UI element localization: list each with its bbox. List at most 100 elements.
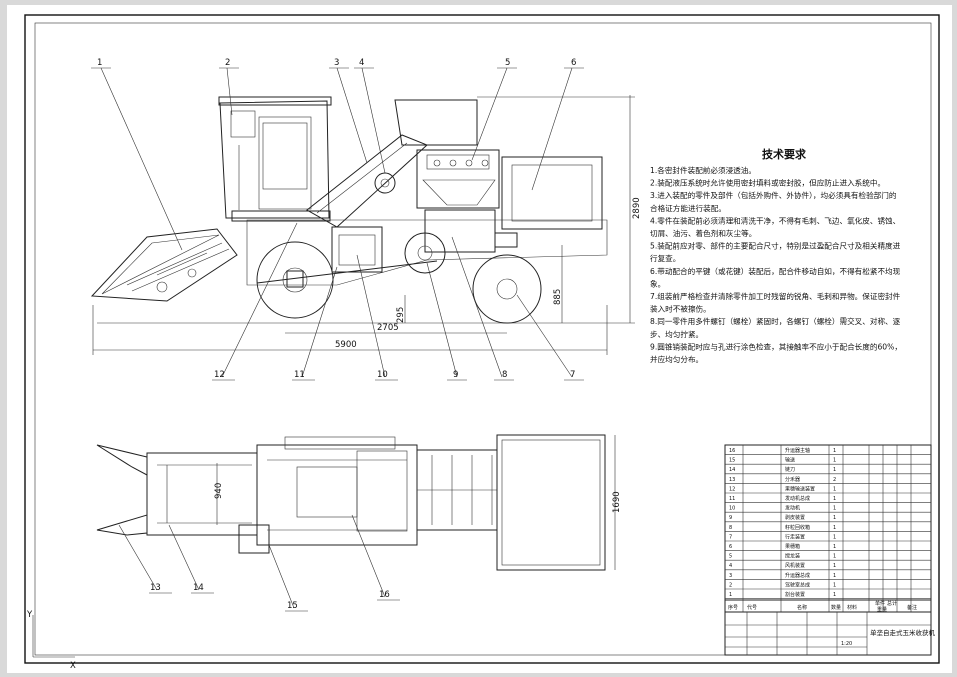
parts-cell-no: 3 xyxy=(729,573,732,579)
parts-cell-name: 风机装置 xyxy=(785,562,805,569)
parts-cell-name: 发动机总成 xyxy=(785,495,810,502)
elevator xyxy=(306,134,428,228)
parts-cell-no: 14 xyxy=(729,467,735,473)
grain-box xyxy=(424,209,496,253)
inner-frame xyxy=(34,22,932,656)
dim-2705: 2705 xyxy=(377,323,399,333)
parts-cell-no: 8 xyxy=(729,525,732,531)
parts-cell-no: 12 xyxy=(729,486,735,492)
parts-cell-name: 割台装置 xyxy=(785,591,805,598)
parts-row: 6 果穗箱 1 xyxy=(725,543,931,551)
parts-cell-name: 剥皮装置 xyxy=(785,514,805,521)
cad-drawing: 2890 885 295 2705 5900 1 2 3 4 5 6 12 11… xyxy=(24,14,940,671)
parts-cell-no: 2 xyxy=(729,582,732,588)
callouts-top: 1 2 3 4 5 6 xyxy=(91,58,584,251)
tech-requirement-line: 9.圆锥销装配时应与孔进行涂色检查，其接触率不应小于配合长度的60%， xyxy=(650,341,902,351)
tech-requirement-line: 切屑、油污、着色剂和灰尘等。 xyxy=(650,228,756,238)
parts-header-row xyxy=(724,599,932,613)
tech-requirement-line: 并应均匀分布。 xyxy=(650,354,703,364)
tech-requirements: 技术要求 1.各密封件装配前必须浸透油。2.装配液压系统时允许使用密封填料或密封… xyxy=(650,147,902,364)
parts-cell-name: 籽粒回收箱 xyxy=(785,524,810,531)
callout-2: 2 xyxy=(225,58,230,68)
parts-cell-no: 11 xyxy=(729,496,735,502)
side-dimensions: 2890 885 295 2705 5900 xyxy=(92,95,642,355)
parts-row: 2 驾驶室总成 1 xyxy=(725,581,931,590)
divider-upper xyxy=(96,444,148,476)
parts-cell-no: 6 xyxy=(729,544,732,550)
header-weight: 重量 xyxy=(877,606,887,613)
tech-requirement-line: 5.装配前应对零、部件的主要配合尺寸，特别是过盈配合尺寸及相关精度进 xyxy=(650,241,901,251)
divider-lower xyxy=(96,514,148,536)
parts-cell-qty: 2 xyxy=(833,477,836,483)
parts-cell-name: 升运器总成 xyxy=(785,572,810,579)
callout-1: 1 xyxy=(97,58,102,68)
drawing-title: 单垄自走式玉米收获机 xyxy=(870,628,936,637)
parts-cell-qty: 1 xyxy=(833,582,836,588)
callout-4: 4 xyxy=(359,58,364,68)
ear-bin-top xyxy=(496,434,606,571)
front-wheel xyxy=(256,241,334,319)
parts-cell-no: 9 xyxy=(729,515,732,521)
parts-cell-name: 行走装置 xyxy=(785,533,805,540)
scale: 1:20 xyxy=(841,641,852,647)
tech-requirement-line: 6.带动配合的平键（或花键）装配后，配合件移动自如，不得有松紧不均现 xyxy=(650,266,901,276)
callout-11: 11 xyxy=(294,370,305,380)
parts-cell-no: 16 xyxy=(729,448,735,454)
callout-16: 16 xyxy=(379,590,390,600)
parts-cell-name: 果穗输送装置 xyxy=(785,485,815,492)
outer-frame xyxy=(24,14,940,664)
parts-cell-qty: 1 xyxy=(833,506,836,512)
parts-cell-name: 果穗箱 xyxy=(785,543,800,550)
callouts-bottom: 12 11 10 9 8 7 xyxy=(212,222,584,381)
tech-requirement-line: 7.组装前严格检查并清除零件加工时残留的锐角、毛刺和异物。保证密封件 xyxy=(650,291,901,301)
callout-9: 9 xyxy=(453,370,458,380)
parts-cell-qty: 1 xyxy=(833,534,836,540)
dim-295: 295 xyxy=(396,307,406,323)
callout-12: 12 xyxy=(214,370,225,380)
callout-3: 3 xyxy=(334,58,339,68)
callout-7: 7 xyxy=(570,370,575,380)
parts-row: 4 风机装置 1 xyxy=(725,562,931,571)
parts-cell-qty: 1 xyxy=(833,573,836,579)
callout-15: 15 xyxy=(287,601,298,611)
dim-885: 885 xyxy=(553,289,563,305)
middle-wheel xyxy=(404,232,446,274)
tech-requirement-line: 2.装配液压系统时允许使用密封填料或密封胶，但应防止进入系统中。 xyxy=(650,178,885,188)
parts-cell-qty: 1 xyxy=(833,563,836,569)
tech-requirement-line: 步、均匀拧紧。 xyxy=(650,329,703,339)
tech-requirement-line: 8.同一零件用多件螺钉（螺栓）紧固时，各螺钉（螺栓）需交叉、对称、逐 xyxy=(650,316,901,326)
axis-y-label: Y xyxy=(26,610,33,620)
tech-requirement-line: 象。 xyxy=(650,278,665,288)
engine xyxy=(331,226,383,273)
parts-cell-no: 15 xyxy=(729,458,735,464)
tech-requirement-line: 装入时不被擦伤。 xyxy=(650,304,711,314)
parts-cell-qty: 1 xyxy=(833,544,836,550)
header-name: 名称 xyxy=(797,604,807,611)
header-qty: 数量 xyxy=(831,604,841,611)
axis-x-label: X xyxy=(70,661,76,671)
parts-cell-name: 链刀 xyxy=(785,466,795,473)
parts-cell-name: 升运器主轴 xyxy=(785,447,810,454)
header-assembly xyxy=(90,228,238,302)
parts-cell-no: 10 xyxy=(729,506,735,512)
callout-8: 8 xyxy=(502,370,507,380)
rear-wheel xyxy=(472,254,542,324)
header-single: 单件 xyxy=(875,600,885,607)
header-no: 序号 xyxy=(728,604,738,611)
parts-cell-no: 13 xyxy=(729,477,735,483)
parts-cell-qty: 1 xyxy=(833,515,836,521)
top-view: 1690 940 13 14 15 16 xyxy=(96,434,622,612)
parts-cell-no: 4 xyxy=(729,563,732,569)
header-remark: 备注 xyxy=(907,604,917,611)
callout-6: 6 xyxy=(571,58,576,68)
parts-cell-name: 驾驶室总成 xyxy=(785,581,810,588)
